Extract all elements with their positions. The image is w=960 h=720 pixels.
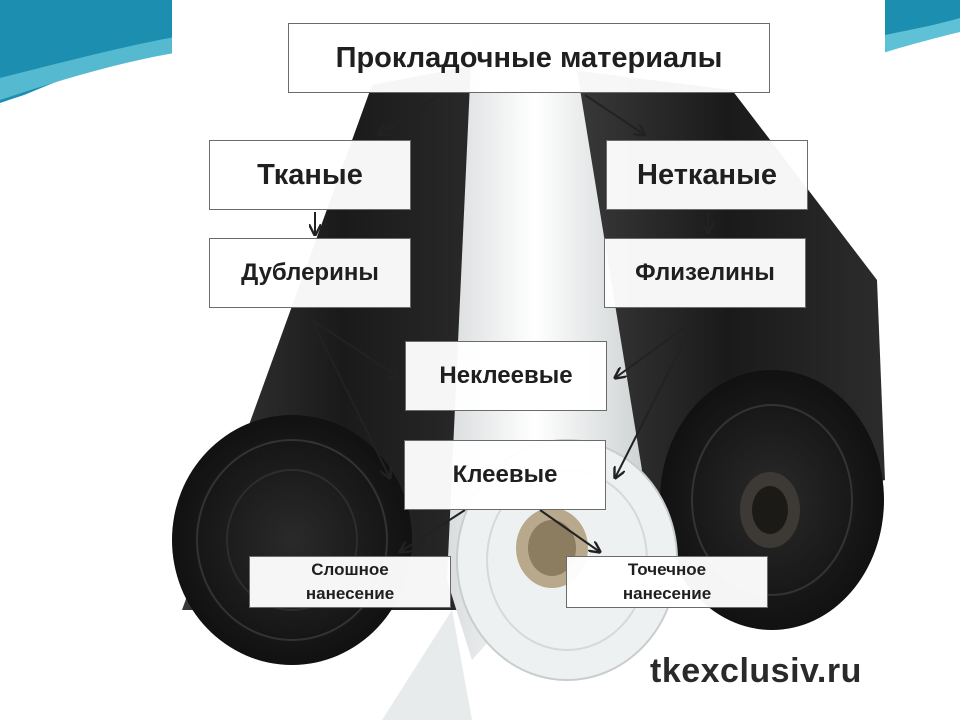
nonwoven-node: Нетканые xyxy=(606,140,808,210)
dublerin-node: Дублерины xyxy=(209,238,411,308)
continuous-coating-node: Слошное нанесение xyxy=(249,556,451,608)
dot-coating-node: Точечное нанесение xyxy=(566,556,768,608)
woven-node: Тканые xyxy=(209,140,411,210)
root-node: Прокладочные материалы xyxy=(288,23,770,93)
flizelin-node: Флизелины xyxy=(604,238,806,308)
non-adhesive-node: Неклеевые xyxy=(405,341,607,411)
adhesive-node: Клеевые xyxy=(404,440,606,510)
site-watermark: tkexclusiv.ru xyxy=(650,652,862,690)
